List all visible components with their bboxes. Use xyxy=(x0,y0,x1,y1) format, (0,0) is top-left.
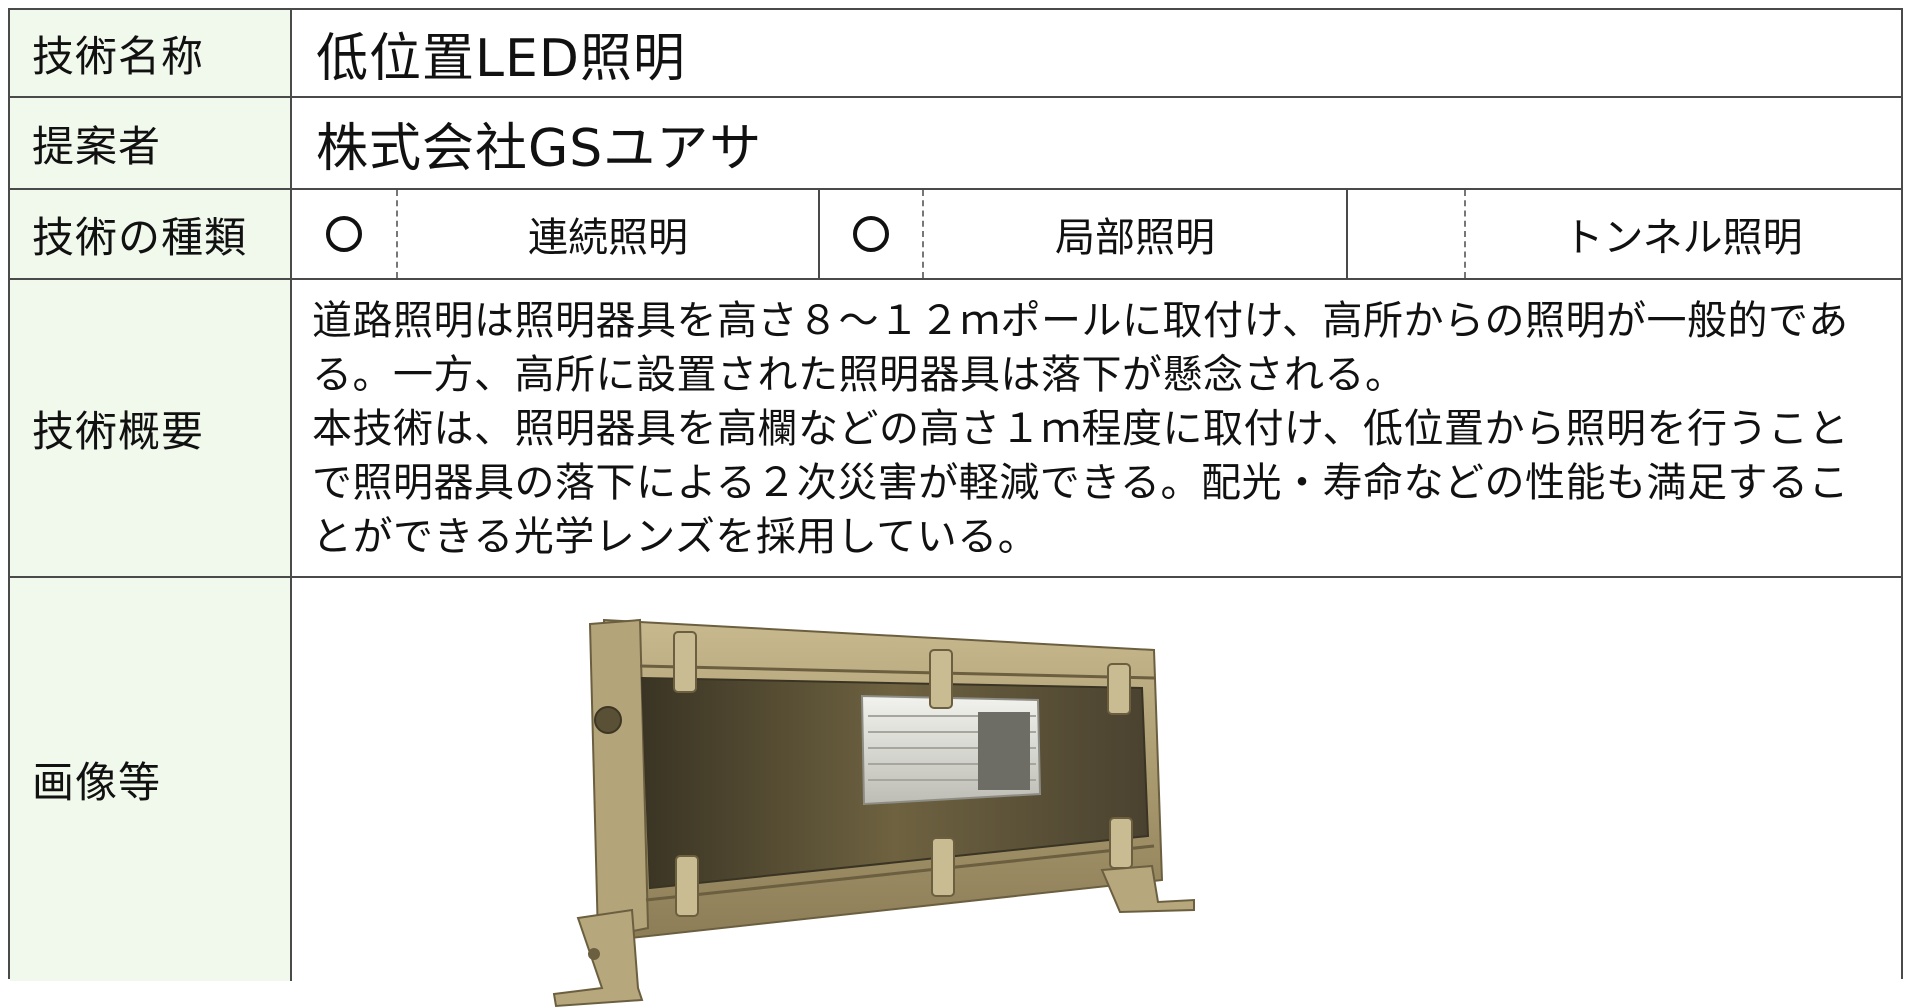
proposer-cell: 株式会社GSユアサ xyxy=(292,98,1901,188)
type-1-circle-mark xyxy=(326,216,362,252)
type-2-label: 局部照明 xyxy=(924,190,1348,278)
type-2-circle-mark xyxy=(853,216,889,252)
row-image: 画像等 xyxy=(10,578,1901,1008)
row-overview: 技術概要 道路照明は照明器具を高さ８～１２ｍポールに取付け、高所からの照明が一般… xyxy=(10,280,1901,578)
tech-type-cell: 連続照明 局部照明 トンネル照明 xyxy=(292,190,1901,278)
type-3-checkbox xyxy=(1348,190,1466,278)
tech-info-sheet: 技術名称 低位置LED照明 提案者 株式会社GSユアサ 技術の種類 連続照明 xyxy=(8,8,1903,1008)
type-1-label: 連続照明 xyxy=(398,190,820,278)
overview-text: 道路照明は照明器具を高さ８～１２ｍポールに取付け、高所からの照明が一般的である。… xyxy=(292,280,1901,576)
row-proposer: 提案者 株式会社GSユアサ xyxy=(10,98,1901,190)
tech-name-cell: 低位置LED照明 xyxy=(292,10,1901,96)
type-3-label: トンネル照明 xyxy=(1563,215,1803,261)
label-tech-type: 技術の種類 xyxy=(10,190,292,278)
row-tech-type: 技術の種類 連続照明 局部照明 トンネル照明 xyxy=(10,190,1901,280)
type-1-checkbox xyxy=(292,190,398,278)
type-2-checkbox xyxy=(820,190,924,278)
image-cell xyxy=(292,578,1901,1008)
row-tech-name: 技術名称 低位置LED照明 xyxy=(10,10,1901,98)
overview-paragraph-2: 本技術は、照明器具を高欄などの高さ１ｍ程度に取付け、低位置から照明を行うことで照… xyxy=(312,406,1849,560)
proposer-value: 株式会社GSユアサ xyxy=(316,118,763,179)
info-table: 技術名称 低位置LED照明 提案者 株式会社GSユアサ 技術の種類 連続照明 xyxy=(8,8,1903,1008)
label-proposer: 提案者 xyxy=(10,98,292,188)
label-tech-name: 技術名称 xyxy=(10,10,292,96)
overview-paragraph-1: 道路照明は照明器具を高さ８～１２ｍポールに取付け、高所からの照明が一般的である。… xyxy=(312,298,1849,398)
label-overview: 技術概要 xyxy=(10,280,292,576)
led-light-fixture-photo xyxy=(552,618,1195,1008)
label-image: 画像等 xyxy=(10,578,292,981)
tech-name-value: 低位置LED照明 xyxy=(316,28,686,89)
